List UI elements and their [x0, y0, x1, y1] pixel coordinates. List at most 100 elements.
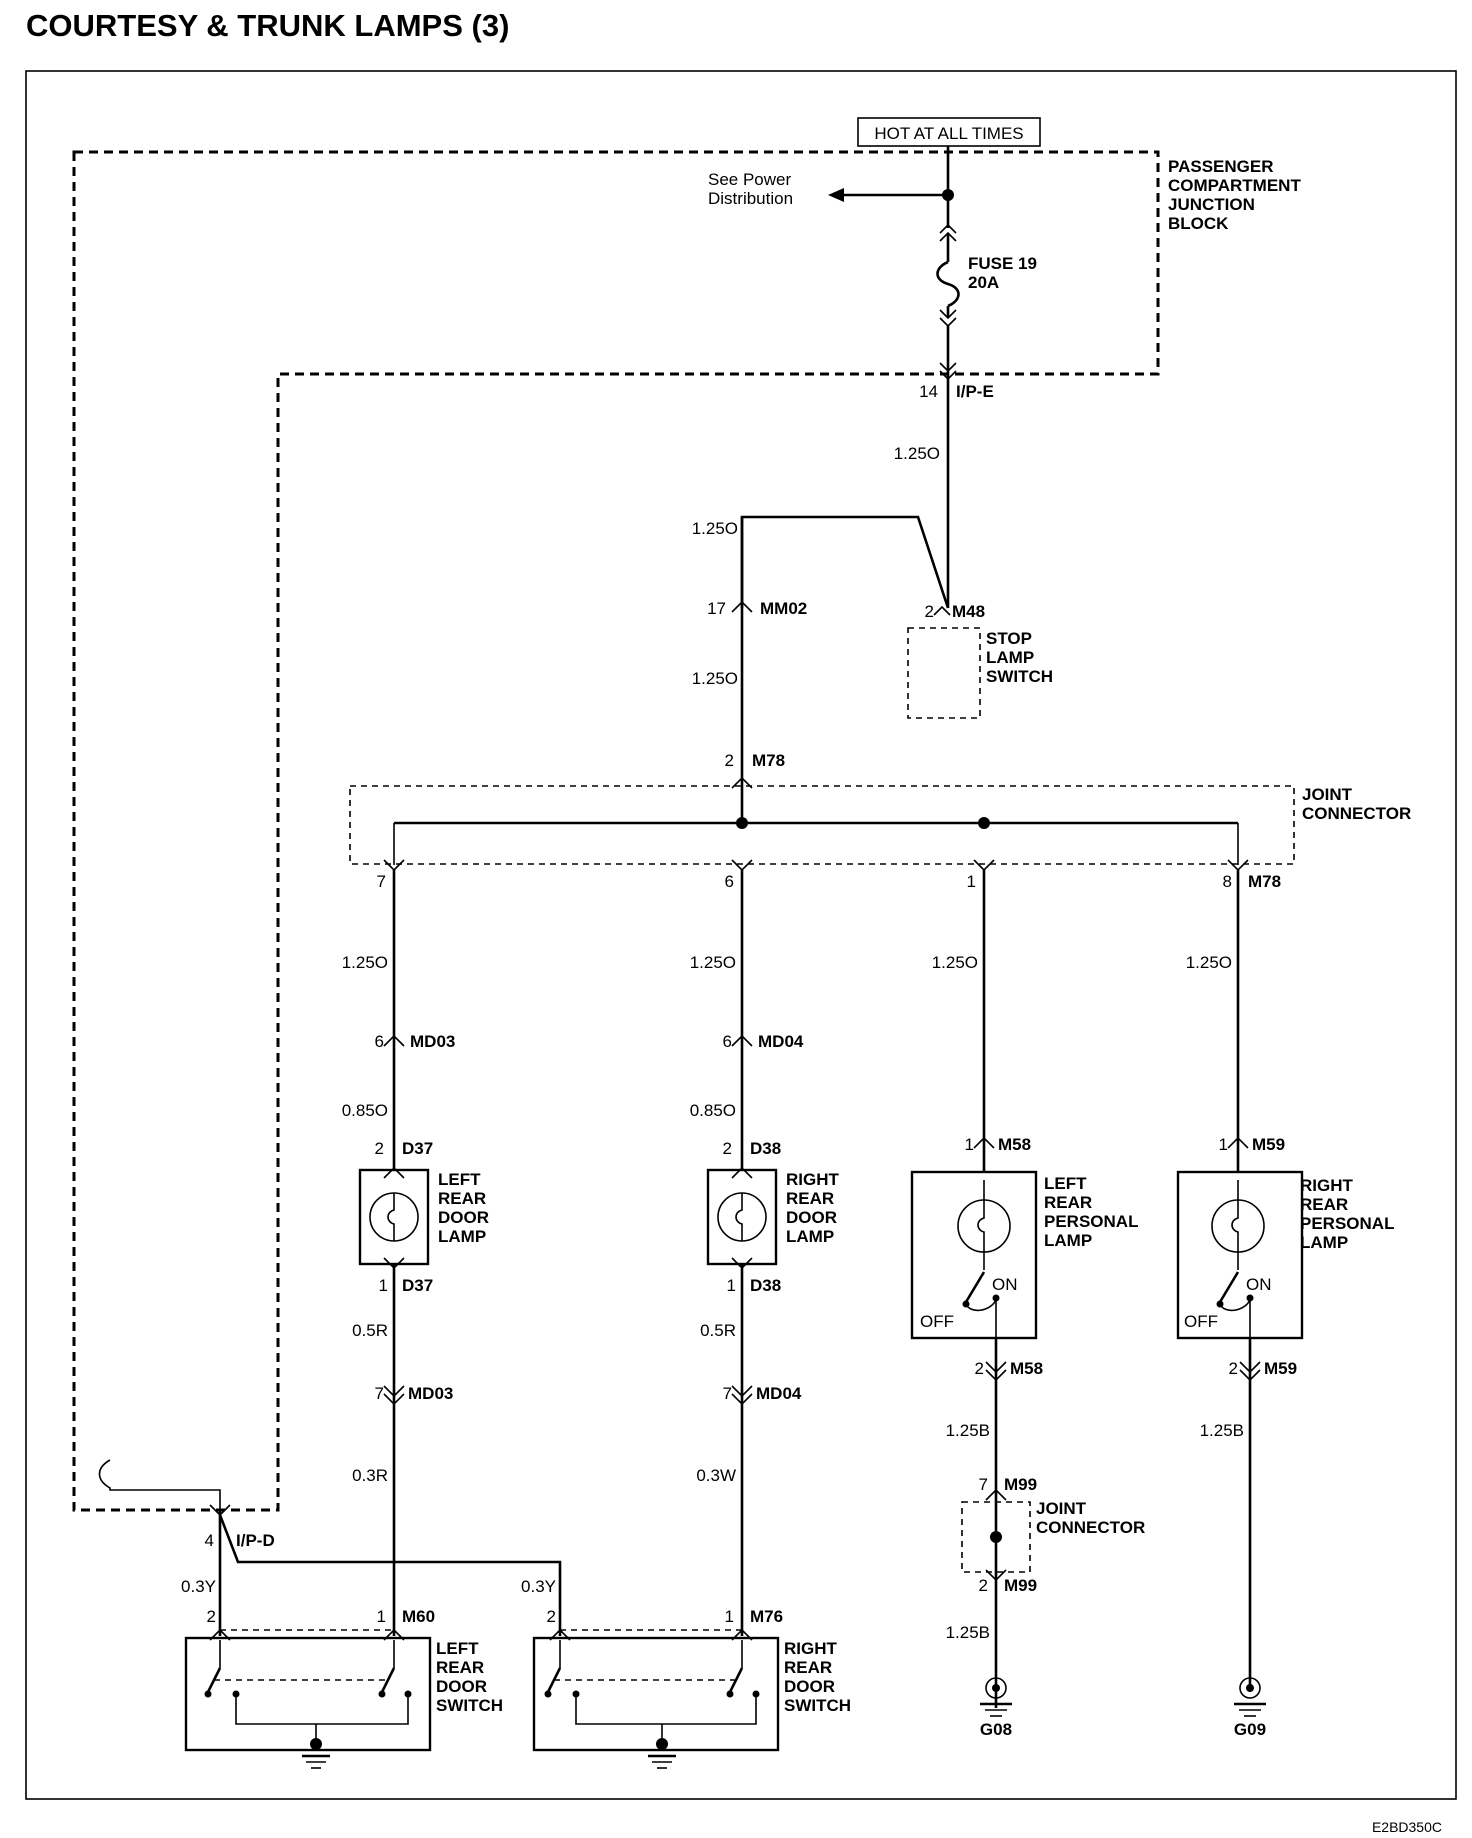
connector-pin: 1 — [727, 1276, 736, 1295]
connector-chevron-icon — [985, 1569, 1007, 1582]
bulb-filament-icon — [387, 1193, 395, 1241]
svg-text:LEFT: LEFT — [1044, 1174, 1087, 1193]
connector-pin: 2 — [979, 1576, 988, 1595]
svg-text:LAMP: LAMP — [786, 1227, 834, 1246]
wire-label: 0.3R — [352, 1466, 388, 1485]
connector-chevron-icon — [209, 1628, 231, 1641]
connector-chevron-icon — [383, 1385, 405, 1398]
connector-name: M58 — [998, 1135, 1031, 1154]
svg-text:LAMP: LAMP — [986, 648, 1034, 667]
wire-label: 1.25B — [946, 1421, 990, 1440]
connector-chevron-icon — [973, 1136, 995, 1149]
svg-text:STOP: STOP — [986, 629, 1032, 648]
connector-chevron-icon — [939, 370, 957, 381]
wire-label: 1.25B — [946, 1623, 990, 1642]
connector-pin: 1 — [377, 1607, 386, 1626]
svg-text:LAMP: LAMP — [1044, 1231, 1092, 1250]
svg-text:DOOR: DOOR — [786, 1208, 837, 1227]
connector-pin: 1 — [379, 1276, 388, 1295]
stop-lamp-switch-box — [907, 627, 981, 719]
connector-name: M48 — [952, 602, 985, 621]
connector-name: M78 — [752, 751, 785, 770]
switch-arc-icon — [965, 1299, 997, 1312]
splice-dot — [736, 817, 748, 829]
lamp-switch-icon — [1218, 1271, 1240, 1303]
power-distribution-label-2: Distribution — [708, 189, 793, 208]
bulb-filament-icon — [1231, 1180, 1239, 1252]
svg-text:SWITCH: SWITCH — [784, 1696, 851, 1715]
svg-text:REAR: REAR — [1300, 1195, 1348, 1214]
connector-chevron-icon — [985, 1369, 1007, 1382]
connector-chevron-icon — [383, 1166, 405, 1179]
figure-code: E2BD350C — [1372, 1819, 1442, 1835]
connector-name: I/P-E — [956, 382, 994, 401]
ground-label: G08 — [980, 1720, 1012, 1739]
joint-connector-m99-box — [961, 1501, 1031, 1573]
svg-text:LEFT: LEFT — [438, 1170, 481, 1189]
connector-pin: 2 — [547, 1607, 556, 1626]
connector-pin: 7 — [375, 1384, 384, 1403]
arrow-left-icon — [828, 188, 844, 202]
joint-connector-m99-label: JOINT CONNECTOR — [1036, 1499, 1145, 1537]
wire-label: 1.25O — [690, 953, 736, 972]
connector-pin: 1 — [725, 1607, 734, 1626]
svg-text:BLOCK: BLOCK — [1168, 214, 1229, 233]
wire-label: 1.25O — [342, 953, 388, 972]
stop-lamp-switch-label: STOP LAMP SWITCH — [986, 629, 1053, 686]
svg-text:REAR: REAR — [436, 1658, 484, 1677]
switch-off-label: OFF — [1184, 1312, 1218, 1331]
svg-text:REAR: REAR — [438, 1189, 486, 1208]
connector-name: M78 — [1248, 872, 1281, 891]
connector-chevron-icon — [985, 1361, 1007, 1374]
switch-on-label: ON — [1246, 1275, 1272, 1294]
wire-label: 0.85O — [342, 1101, 388, 1120]
connector-name: MD03 — [410, 1032, 455, 1051]
connector-chevron-icon — [731, 1385, 753, 1398]
connector-name: M59 — [1252, 1135, 1285, 1154]
connector-chevron-icon — [731, 1166, 753, 1179]
connector-chevron-icon — [939, 362, 957, 373]
left-rear-door-lamp-label: LEFT REAR DOOR LAMP — [438, 1170, 489, 1246]
connector-pin: 1 — [965, 1135, 974, 1154]
junction-block-label: PASSENGER COMPARTMENT JUNCTION BLOCK — [1168, 157, 1301, 233]
connector-chevron-icon — [383, 1393, 405, 1406]
connector-pin: 6 — [375, 1032, 384, 1051]
connector-name: MM02 — [760, 599, 807, 618]
power-distribution-label-1: See Power — [708, 170, 791, 189]
left-rear-personal-lamp-label: LEFT REAR PERSONAL LAMP — [1044, 1174, 1138, 1250]
connector-name: I/P-D — [236, 1531, 275, 1550]
connector-pin: 14 — [919, 382, 938, 401]
wire-label: 0.5R — [352, 1321, 388, 1340]
svg-text:COMPARTMENT: COMPARTMENT — [1168, 176, 1301, 195]
ground-icon — [980, 1677, 1012, 1717]
connector-name: M60 — [402, 1607, 435, 1626]
connector-pin: 6 — [723, 1032, 732, 1051]
connector-name: D37 — [402, 1276, 433, 1295]
svg-text:PERSONAL: PERSONAL — [1300, 1214, 1394, 1233]
connector-pin: 2 — [207, 1607, 216, 1626]
left-rear-door-switch-label: LEFT REAR DOOR SWITCH — [436, 1639, 503, 1715]
wire-label: 1.25O — [894, 444, 940, 463]
wire-label: 1.25O — [692, 519, 738, 538]
connector-chevron-icon — [1239, 1361, 1261, 1374]
connector-chevron-icon — [1227, 1136, 1249, 1149]
switch-on-label: ON — [992, 1275, 1018, 1294]
connector-chevron-icon — [731, 1034, 753, 1047]
connector-pin: 4 — [205, 1531, 214, 1550]
connector-chevron-icon — [383, 1034, 405, 1047]
right-rear-door-switch-label: RIGHT REAR DOOR SWITCH — [784, 1639, 851, 1715]
ipd-internal-wire — [98, 1459, 221, 1510]
connector-pin: 2 — [723, 1139, 732, 1158]
fuse-icon — [936, 223, 960, 328]
connector-name: D37 — [402, 1139, 433, 1158]
splice-dot — [990, 1531, 1002, 1543]
wire-label: 0.85O — [690, 1101, 736, 1120]
connector-pin: 1 — [967, 872, 976, 891]
wire-label: 0.5R — [700, 1321, 736, 1340]
connector-chevron-icon — [731, 776, 753, 789]
switch-arc-icon — [1219, 1299, 1251, 1312]
right-rear-personal-lamp-label: RIGHT REAR PERSONAL LAMP — [1300, 1176, 1394, 1252]
svg-text:LEFT: LEFT — [436, 1639, 479, 1658]
connector-pin: 2 — [375, 1139, 384, 1158]
